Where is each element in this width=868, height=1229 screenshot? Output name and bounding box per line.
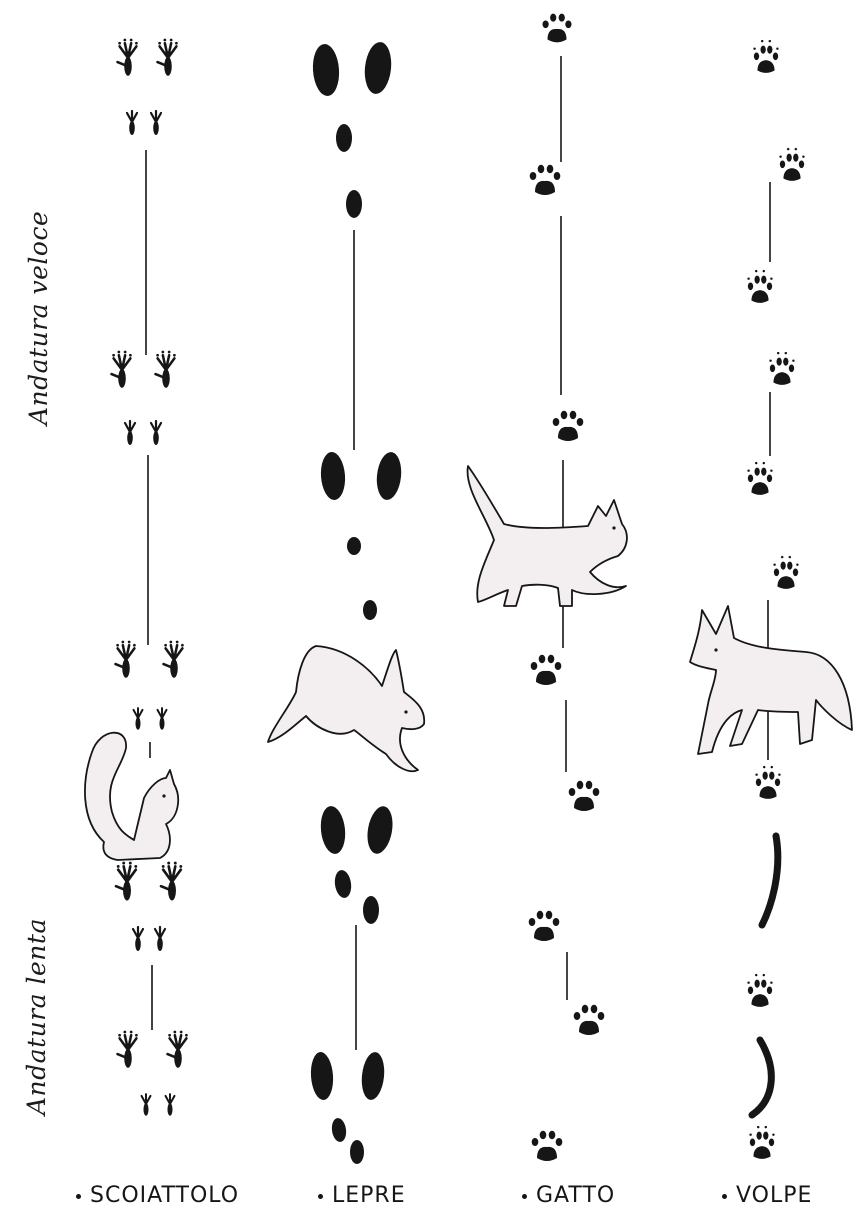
cat-paw-print xyxy=(574,1005,605,1035)
hare-print xyxy=(309,1051,334,1100)
column-label-text: GATTO xyxy=(536,1183,615,1208)
squirrel-print xyxy=(118,39,138,76)
squirrel-print xyxy=(116,641,136,678)
squirrel-print xyxy=(118,1031,138,1068)
squirrel-print xyxy=(133,927,143,951)
cat-paw-print xyxy=(569,781,600,811)
bullet-dot xyxy=(722,1194,727,1199)
hare-print xyxy=(363,896,379,924)
fox-paw-print xyxy=(749,1126,774,1159)
squirrel-print xyxy=(125,421,135,445)
hare-print xyxy=(375,451,404,501)
column-label-text: SCOIATTOLO xyxy=(90,1183,239,1208)
cat-paw-print xyxy=(542,14,571,43)
squirrel-print xyxy=(151,111,161,135)
squirrel-print xyxy=(161,862,182,901)
column-label-text: LEPRE xyxy=(332,1183,406,1208)
fast-gait-label: Andatura veloce xyxy=(24,211,53,425)
squirrel-print xyxy=(112,351,132,388)
cat-paw-print xyxy=(531,655,562,685)
cat-eye xyxy=(612,526,615,529)
fox-tail-drag xyxy=(752,1040,771,1115)
squirrel-print xyxy=(127,111,137,135)
bullet-dot xyxy=(522,1194,527,1199)
fox-paw-print xyxy=(747,974,772,1007)
fox-paw-print xyxy=(773,556,798,589)
fox-paw-print xyxy=(755,766,780,799)
column-label-scoiattolo: SCOIATTOLO xyxy=(76,1183,239,1208)
column-label-text: VOLPE xyxy=(736,1183,812,1208)
squirrel-print xyxy=(164,641,184,678)
column-label-volpe: VOLPE xyxy=(722,1183,812,1208)
cat-paw-print xyxy=(529,911,560,941)
bullet-dot xyxy=(76,1194,81,1199)
squirrel-print xyxy=(158,39,178,76)
hare-print xyxy=(364,804,396,855)
hare-print xyxy=(319,805,348,855)
squirrel-print xyxy=(158,708,167,730)
hare-print xyxy=(330,1117,347,1143)
hare-print xyxy=(350,1140,364,1164)
column-label-gatto: GATTO xyxy=(522,1183,615,1208)
fox-drawing xyxy=(690,606,852,754)
cat-drawing xyxy=(468,466,627,606)
cat-paw-print xyxy=(530,165,561,195)
hare-print xyxy=(336,124,352,152)
hare-print xyxy=(319,451,346,501)
cat-paw-print xyxy=(532,1131,563,1161)
squirrel-print xyxy=(168,1031,188,1068)
fox-eye xyxy=(714,648,717,651)
fox-paw-print xyxy=(753,40,778,73)
slow-gait-label: Andatura lenta xyxy=(22,918,51,1115)
squirrel-print xyxy=(134,708,143,730)
squirrel-print xyxy=(151,421,161,445)
cat-paw-print xyxy=(553,411,584,441)
hare-print xyxy=(363,600,377,620)
squirrel-print xyxy=(142,1094,151,1116)
squirrel-print xyxy=(155,927,165,951)
squirrel-print xyxy=(166,1094,175,1116)
hare-print xyxy=(346,190,362,218)
hare-print xyxy=(362,41,393,95)
squirrel-eye xyxy=(162,794,165,797)
column-label-lepre: LEPRE xyxy=(318,1183,406,1208)
fox-tail-drag xyxy=(762,836,778,925)
hare-drawing xyxy=(268,646,424,771)
fox-paw-print xyxy=(769,352,794,385)
fox-paw-print xyxy=(779,148,804,181)
hare-eye xyxy=(404,710,407,713)
bullet-dot xyxy=(318,1194,323,1199)
hare-print xyxy=(360,1051,387,1101)
hare-print xyxy=(333,869,353,899)
squirrel-print xyxy=(156,351,176,388)
hare-print xyxy=(311,43,341,97)
fox-paw-print xyxy=(747,270,772,303)
fox-paw-print xyxy=(747,462,772,495)
hare-print xyxy=(347,537,361,555)
squirrel-print xyxy=(116,862,137,901)
